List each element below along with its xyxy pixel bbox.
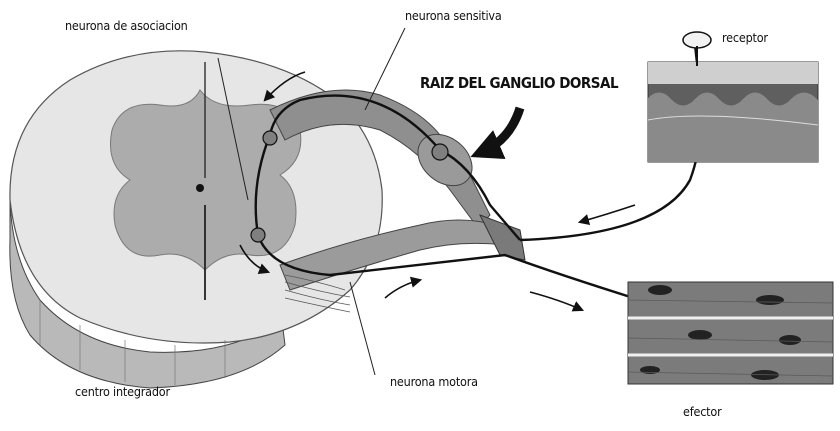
label-centro-integrador: centro integrador: [75, 384, 170, 399]
receptor-skin-panel: [648, 32, 818, 162]
effector-muscle-panel: [628, 282, 833, 384]
label-efector: efector: [683, 404, 722, 419]
label-neurona-asociacion: neurona de asociacion: [65, 18, 188, 33]
label-raiz-ganglio-dorsal: RAIZ DEL GANGLIO DORSAL: [420, 74, 618, 92]
label-neurona-motora: neurona motora: [390, 374, 478, 389]
label-neurona-sensitiva: neurona sensitiva: [405, 8, 502, 23]
label-receptor: receptor: [722, 30, 768, 45]
root-pointer-arrow: [482, 108, 520, 152]
